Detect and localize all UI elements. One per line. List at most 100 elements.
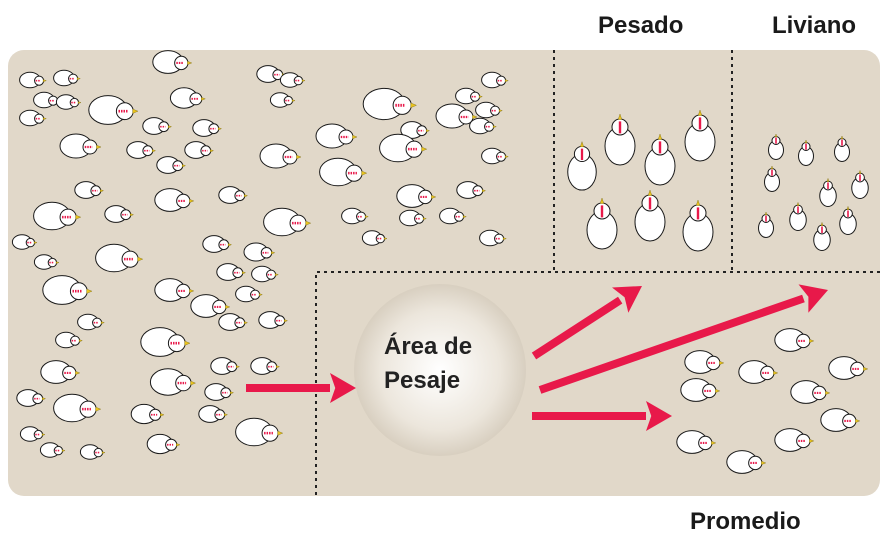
chicken-icon	[455, 87, 483, 105]
chicken-icon	[768, 133, 784, 160]
chicken-icon	[104, 205, 135, 223]
chicken-icon	[156, 156, 187, 174]
chicken-icon	[644, 133, 676, 186]
chicken-icon	[53, 393, 102, 423]
chicken-icon	[839, 205, 857, 235]
chicken-icon	[680, 378, 721, 402]
chicken-icon	[198, 405, 229, 423]
chicken-icon	[184, 141, 215, 159]
chicken-icon	[16, 389, 47, 407]
chicken-icon	[169, 87, 206, 109]
chicken-icon	[95, 243, 144, 273]
chicken-icon	[604, 113, 636, 166]
chicken-icon	[481, 71, 509, 89]
chicken-icon	[758, 211, 774, 238]
chicken-icon	[59, 133, 102, 159]
chicken-icon	[279, 72, 306, 88]
chicken-icon	[439, 207, 467, 225]
chicken-icon	[396, 184, 437, 208]
chicken-icon	[263, 207, 312, 237]
chicken-icon	[684, 109, 716, 162]
chicken-icon	[319, 157, 368, 187]
chicken-icon	[251, 265, 279, 283]
chicken-icon	[400, 121, 431, 139]
chicken-icon	[726, 450, 767, 474]
chicken-icon	[634, 189, 666, 242]
chicken-icon	[469, 117, 497, 135]
chicken-icon	[88, 95, 139, 125]
chicken-icon	[684, 350, 725, 374]
chicken-icon	[269, 92, 296, 108]
chicken-icon	[42, 275, 93, 305]
chicken-icon	[738, 360, 779, 384]
chicken-icon	[190, 294, 231, 318]
chicken-icon	[361, 230, 388, 246]
chicken-icon	[216, 263, 247, 281]
chicken-icon	[819, 177, 837, 207]
chicken-icon	[126, 141, 157, 159]
chicken-icon	[789, 201, 807, 231]
chicken-icon	[475, 101, 503, 119]
chicken-icon	[33, 254, 60, 270]
arrow-right-icon	[246, 373, 356, 403]
pen-dividers	[315, 50, 880, 496]
arrow-right-icon	[531, 286, 642, 360]
chicken-icon	[140, 327, 191, 357]
chicken-icon	[586, 197, 618, 250]
arrow-right-icon	[532, 401, 672, 431]
chicken-icon	[851, 169, 869, 199]
chicken-icon	[798, 139, 814, 166]
chicken-icon	[53, 69, 81, 87]
chicken-icon	[192, 119, 223, 137]
chicken-icon	[74, 181, 105, 199]
side-view-chickens	[11, 50, 869, 474]
chicken-icon	[33, 201, 82, 231]
chicken-icon	[77, 313, 105, 331]
weighing-area	[354, 284, 526, 456]
chicken-icon	[154, 188, 195, 212]
chicken-icon	[259, 143, 302, 169]
chicken-icon	[362, 87, 418, 121]
chicken-icon	[567, 140, 597, 191]
chicken-icon	[142, 117, 173, 135]
chicken-icon	[210, 357, 241, 375]
weighing-area-label-line2: Pesaje	[384, 367, 461, 394]
chicken-icon	[676, 430, 717, 454]
chicken-icon	[19, 426, 46, 442]
chicken-icon	[481, 147, 509, 165]
chicken-icon	[19, 71, 47, 89]
chicken-icon	[202, 235, 233, 253]
chicken-icon	[315, 123, 358, 149]
chicken-icon	[79, 444, 106, 460]
chicken-icon	[379, 133, 428, 163]
chicken-icon	[55, 94, 82, 110]
top-view-chickens	[567, 109, 869, 252]
chicken-icon	[820, 408, 861, 432]
chicken-icon	[250, 357, 281, 375]
chicken-icon	[39, 442, 66, 458]
chicken-icon	[790, 380, 831, 404]
chicken-icon	[146, 433, 181, 455]
chicken-icon	[456, 181, 487, 199]
chicken-icon	[774, 328, 815, 352]
chicken-icon	[11, 234, 38, 250]
chicken-icon	[341, 207, 369, 225]
label-liviano: Liviano	[772, 12, 857, 39]
weighing-area-label: Área de Pesaje	[384, 330, 472, 398]
chicken-icon	[204, 383, 235, 401]
chicken-icon	[435, 103, 478, 129]
chicken-icon	[258, 311, 289, 329]
label-promedio: Promedio	[690, 508, 801, 535]
chicken-icon	[235, 285, 263, 303]
flow-arrows	[246, 284, 828, 431]
arrow-right-icon	[538, 284, 828, 394]
chicken-icon	[764, 165, 780, 192]
chicken-icon	[218, 186, 249, 204]
chicken-icon	[154, 278, 195, 302]
chicken-icon	[828, 356, 869, 380]
label-pesado: Pesado	[598, 12, 684, 39]
chicken-icon	[218, 313, 249, 331]
chicken-icon	[399, 209, 427, 227]
chicken-icon	[130, 403, 165, 425]
chicken-icon	[479, 229, 507, 247]
